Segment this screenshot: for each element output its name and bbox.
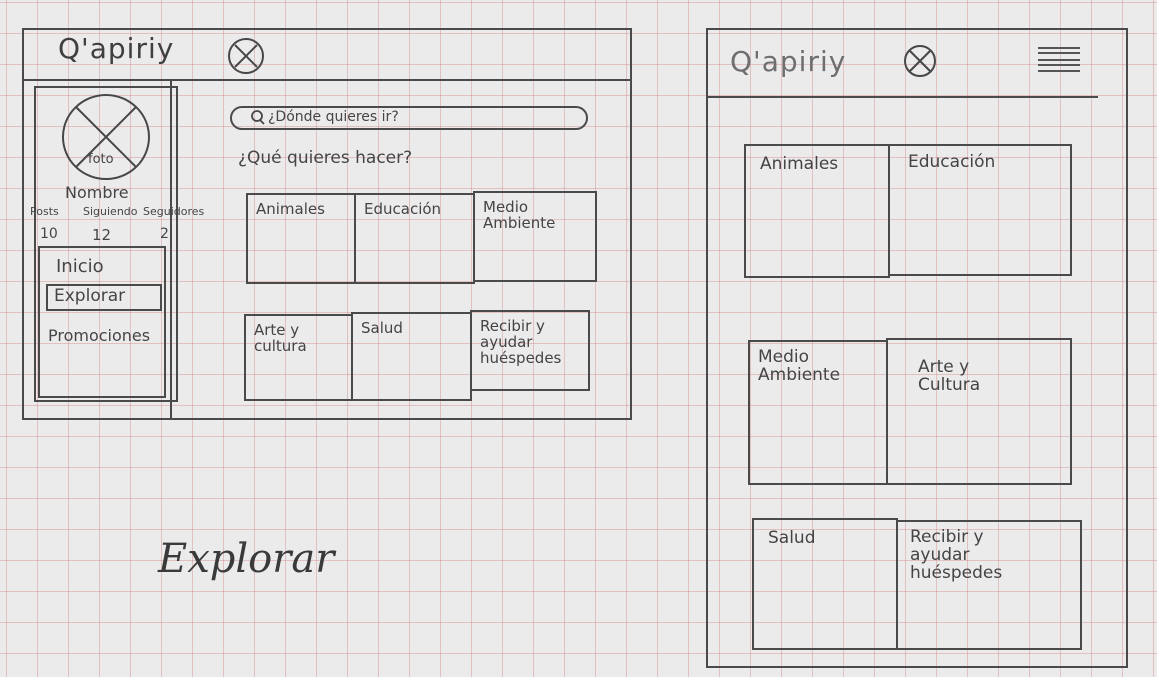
category-salud[interactable]: Salud <box>351 312 472 401</box>
question-heading: ¿Qué quieres hacer? <box>238 148 413 168</box>
search-bar[interactable] <box>230 106 588 130</box>
stat-value-followers: 2 <box>160 226 169 242</box>
sidebar-panel <box>34 86 178 402</box>
desktop-wireframe <box>22 28 632 420</box>
photo-label: foto <box>88 152 114 167</box>
stat-header-followers: Seguidores <box>143 205 205 218</box>
caption-explorar: Explorar <box>158 536 335 582</box>
mobile-category-animales[interactable]: Animales <box>744 144 890 278</box>
mobile-category-recibir-huespedes[interactable]: Recibir y ayudar huéspedes <box>896 520 1082 650</box>
category-arte-cultura[interactable]: Arte y cultura <box>244 314 353 401</box>
stat-value-following: 12 <box>92 226 112 244</box>
menu-item-explorar-active[interactable] <box>46 284 162 311</box>
search-placeholder: ¿Dónde quieres ir? <box>268 109 399 125</box>
mobile-close-icon[interactable] <box>902 44 938 78</box>
mobile-category-medio-ambiente[interactable]: Medio Ambiente <box>748 340 888 485</box>
mobile-logo[interactable]: Q'apiriy <box>730 45 847 78</box>
close-icon[interactable] <box>226 36 266 76</box>
search-icon <box>250 108 266 126</box>
profile-photo-placeholder <box>60 92 152 182</box>
category-medio-ambiente[interactable]: Medio Ambiente <box>473 191 597 282</box>
category-animales[interactable]: Animales <box>246 193 356 284</box>
menu-item-promociones[interactable]: Promociones <box>48 326 151 345</box>
category-educacion[interactable]: Educación <box>354 193 475 284</box>
profile-name: Nombre <box>65 183 129 202</box>
mobile-category-salud[interactable]: Salud <box>752 518 898 650</box>
desktop-header-divider <box>24 79 630 81</box>
desktop-logo[interactable]: Q'apiriy <box>58 32 175 65</box>
mobile-header-divider <box>708 96 1098 98</box>
stat-header-posts: Posts <box>30 205 59 218</box>
menu-item-explorar[interactable]: Explorar <box>54 286 126 306</box>
hamburger-menu-icon[interactable] <box>1036 44 1082 74</box>
mobile-category-arte-cultura[interactable]: Arte y Cultura <box>886 338 1072 485</box>
mobile-wireframe <box>706 28 1128 668</box>
menu-item-inicio[interactable]: Inicio <box>56 256 104 277</box>
mobile-category-educacion[interactable]: Educación <box>888 144 1072 276</box>
stat-value-posts: 10 <box>40 226 58 242</box>
sidebar-menu-box <box>38 246 166 398</box>
stat-header-following: Siguiendo <box>83 205 138 218</box>
desktop-sidebar-divider <box>170 81 172 418</box>
category-recibir-huespedes[interactable]: Recibir y ayudar huéspedes <box>470 310 590 391</box>
